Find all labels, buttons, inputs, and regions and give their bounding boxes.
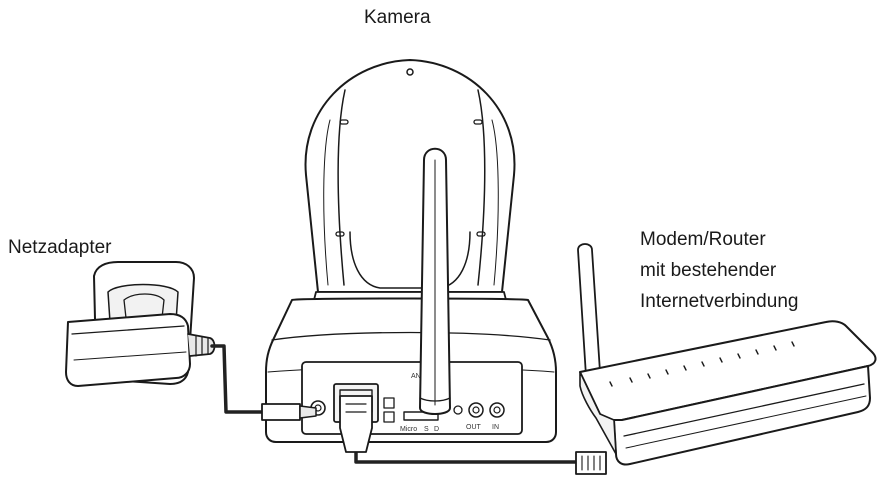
router-illustration [577, 243, 877, 466]
label-adapter: Netzadapter [8, 237, 112, 258]
label-router-line-2: mit bestehender [640, 260, 777, 281]
power-adapter-illustration [65, 261, 216, 387]
power-cable [210, 344, 268, 414]
port-label-in: IN [492, 424, 499, 431]
router-antenna [577, 243, 601, 377]
network-plug-camera [339, 395, 373, 453]
power-plug [261, 403, 317, 421]
label-camera: Kamera [364, 7, 431, 28]
label-router-line-3: Internetverbindung [640, 291, 799, 312]
port-label-s: S [424, 426, 429, 433]
port-label-out: OUT [466, 424, 482, 431]
port-label-ant: ANT [411, 373, 426, 380]
label-router-line-1: Modem/Router [640, 229, 766, 250]
port-label-d: D [434, 426, 439, 433]
network-plug-router [575, 451, 607, 475]
camera-illustration: ANT Micro S D OUT IN [265, 59, 557, 443]
network-cable [354, 444, 580, 464]
port-label-micro: Micro [400, 426, 417, 433]
camera-head [304, 59, 516, 293]
label-router: Modem/Router mit bestehender Internetver… [640, 224, 798, 317]
